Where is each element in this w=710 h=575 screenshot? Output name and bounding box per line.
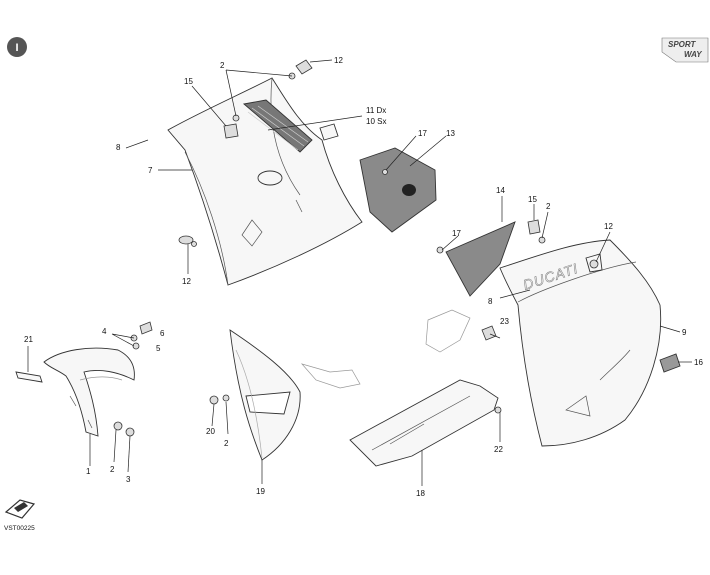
sportway-logo: SPORT WAY [661,37,709,63]
callout-12-left: 12 [182,277,191,286]
washer-2 [113,421,123,431]
manual-book-icon [4,499,36,519]
callout-5: 5 [156,344,161,353]
side-panel-part-14 [445,221,516,297]
mirror-hole [257,170,283,186]
bolt-3 [125,427,135,437]
callout-2-right: 2 [546,202,551,211]
reflector-16 [659,353,681,373]
callout-11-dx: 11 Dx [366,106,386,115]
upper-fairing-part-7 [167,77,363,286]
callout-3: 3 [126,475,131,484]
logo-line1: SPORT [668,40,697,49]
rubber-grommet-15 [223,123,239,139]
callout-18: 18 [416,489,425,498]
callout-16: 16 [694,358,703,367]
callout-1: 1 [86,467,91,476]
screw-12-right [589,259,599,269]
callout-10-sx: 10 Sx [366,117,386,126]
callout-4: 4 [102,327,107,336]
air-vent-grille-part-10-11 [242,99,313,153]
fastener-12-left [178,235,197,247]
front-mudguard-part-1 [43,347,135,437]
callout-20: 20 [206,427,215,436]
callout-6: 6 [160,329,165,338]
badge-circle [7,37,27,57]
callout-15-right: 15 [528,195,537,204]
callout-12-right: 12 [604,222,613,231]
small-bracket [319,123,339,141]
callout-12: 12 [334,56,343,65]
language-badge: I [7,37,27,57]
callout-21: 21 [24,335,33,344]
callout-7: 7 [148,166,153,175]
bracket-outline-a [300,363,361,389]
callout-15: 15 [184,77,193,86]
rubber-grommet-15b [527,219,541,235]
screw-22 [494,406,502,414]
callout-17: 17 [418,129,427,138]
logo-line2: WAY [684,50,702,59]
callout-19: 19 [256,487,265,496]
grommet-17-right [436,246,444,254]
callout-8-right: 8 [488,297,493,306]
side-panel-part-13 [359,147,437,233]
lower-fairing-part-9: DUCATI [499,239,662,447]
mudguard-hardware-4-5-6 [130,321,153,350]
inner-fairing-panel-part-19 [229,329,301,461]
callout-2: 2 [220,61,225,70]
bracket-outline-b [425,309,471,353]
callout-17-right: 17 [452,229,461,238]
leader-lines [27,59,692,486]
callout-labels: 2 12 15 11 Dx 10 Sx 17 13 8 7 12 14 15 2… [24,56,703,498]
callout-14: 14 [496,186,505,195]
callout-8: 8 [116,143,121,152]
panel-hole [402,184,416,196]
grommet-17-top [382,169,388,175]
drawing-code: VST00225 [4,525,35,532]
callout-23: 23 [500,317,509,326]
callout-2-inner: 2 [224,439,229,448]
clip-23 [481,325,497,341]
badge-text: I [15,42,18,54]
callout-9: 9 [682,328,687,337]
trim-strip-21 [15,371,43,383]
callout-22: 22 [494,445,503,454]
belly-pan-part-18 [349,379,499,467]
screw-12-top [288,59,313,80]
callout-13: 13 [446,129,455,138]
callout-2-mudguard: 2 [110,465,115,474]
